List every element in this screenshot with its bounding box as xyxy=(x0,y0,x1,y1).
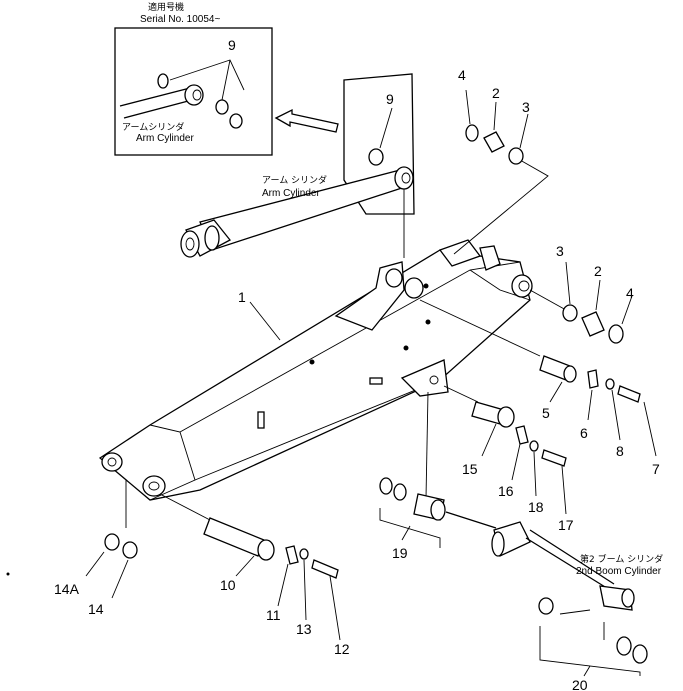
callout-17: 17 xyxy=(558,517,574,533)
callout-2-upper: 2 xyxy=(492,85,500,101)
washer-9 xyxy=(368,148,384,166)
seal-3-upper xyxy=(508,147,524,165)
callout-12: 12 xyxy=(334,641,350,657)
seal-4-right xyxy=(608,324,624,344)
inset-washer-9b xyxy=(215,99,229,115)
washer-20b xyxy=(616,636,632,656)
boom2-cylinder-jp: 第2 ブーム シリンダ xyxy=(580,553,663,565)
washer-8 xyxy=(605,378,615,390)
callout-9-inset: 9 xyxy=(228,37,236,53)
bolt-17 xyxy=(541,449,567,467)
callout-13: 13 xyxy=(296,621,312,637)
callout-16: 16 xyxy=(498,483,514,499)
pin-10 xyxy=(203,517,265,557)
boom xyxy=(98,239,533,501)
arm-cylinder-label: Arm Cylinder xyxy=(262,188,320,199)
callout-7: 7 xyxy=(652,461,660,477)
callout-9-detail: 9 xyxy=(386,91,394,107)
callout-1: 1 xyxy=(238,289,246,305)
callout-3-right: 3 xyxy=(556,243,564,259)
callout-20: 20 xyxy=(572,677,588,691)
inset-washer-9a xyxy=(157,73,169,89)
callout-14a: 14A xyxy=(54,581,80,597)
washer-19b xyxy=(393,483,407,501)
arm-cylinder xyxy=(180,166,414,258)
inset-arrow xyxy=(274,108,339,133)
callout-15: 15 xyxy=(462,461,478,477)
callout-2-right: 2 xyxy=(594,263,602,279)
second-boom-cylinder xyxy=(413,493,635,611)
callout-4-upper: 4 xyxy=(458,67,466,83)
boom2-cylinder-label: 2nd Boom Cylinder xyxy=(576,566,662,577)
washer-20c xyxy=(632,644,648,664)
callout-10: 10 xyxy=(220,577,236,593)
washer-14 xyxy=(122,541,138,559)
inset-serial-label: Serial No. 10054~ xyxy=(140,14,220,25)
inset-arm-cylinder xyxy=(119,84,204,119)
plate-11 xyxy=(285,545,299,565)
seal-3-right xyxy=(562,304,578,322)
bolt-7 xyxy=(617,385,641,403)
washer-20a xyxy=(538,597,554,615)
callout-8: 8 xyxy=(616,443,624,459)
callout-11: 11 xyxy=(266,607,281,623)
callout-3-upper: 3 xyxy=(522,99,530,115)
callout-6: 6 xyxy=(580,425,588,441)
bushing-2-upper xyxy=(483,131,505,153)
washer-13 xyxy=(299,548,309,560)
callout-5: 5 xyxy=(542,405,550,421)
inset-arm-cylinder-jp: アームシリンダ xyxy=(122,121,184,133)
callout-18: 18 xyxy=(528,499,544,515)
bushing-2-right xyxy=(581,311,605,337)
inset-arm-cylinder-label: Arm Cylinder xyxy=(136,133,194,144)
callout-14: 14 xyxy=(88,601,104,617)
bolt-12 xyxy=(311,559,339,579)
arm-cylinder-jp: アーム シリンダ xyxy=(262,174,327,186)
washer-18 xyxy=(529,440,539,452)
inset-frame xyxy=(114,27,273,156)
serial-inset: 適用号機 Serial No. 10054~ 9 アームシリンダ Arm Cyl… xyxy=(114,1,273,156)
plate-6 xyxy=(587,369,599,389)
inset-serial-jp: 適用号機 xyxy=(148,1,184,13)
plate-16 xyxy=(515,425,529,445)
seal-4-upper xyxy=(465,124,479,142)
callout-19: 19 xyxy=(392,545,408,561)
washer-14a xyxy=(104,533,120,551)
callout-4-right: 4 xyxy=(626,285,634,301)
washer-19a xyxy=(379,477,393,495)
inset-washer-9c xyxy=(229,113,243,129)
detail-frame xyxy=(343,73,415,215)
